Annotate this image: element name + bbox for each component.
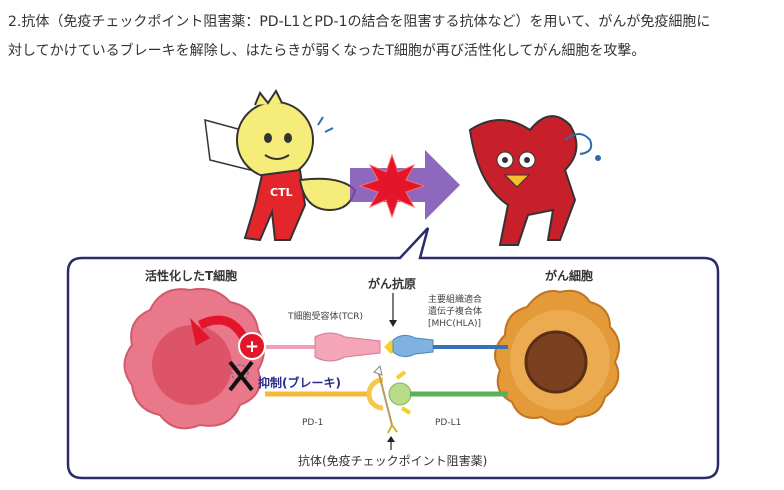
plus-icon [238, 332, 266, 360]
pd1-receptor [366, 377, 384, 411]
pd1-label: PD-1 [302, 418, 323, 428]
cancer-cell [494, 289, 620, 426]
antibody-arrow-icon [387, 436, 395, 442]
activation-arrow-icon [197, 315, 250, 343]
antigen-label: がん抗原 [368, 276, 416, 291]
mhc-label-line-3: [MHC(HLA)] [428, 319, 481, 329]
mhc-molecule [392, 334, 434, 358]
antibody-label: 抗体(免疫チェックポイント阻害薬) [298, 453, 487, 468]
blocked-x-icon [228, 360, 254, 392]
brake-label: 抑制(ブレーキ) [258, 375, 341, 390]
description-line-1: 2.抗体（免疫チェックポイント阻害薬：PD-L1とPD-1の結合を阻害する抗体な… [8, 14, 711, 30]
ctl-character: CTL [204, 89, 357, 242]
mhc-label-line-1: 主要組織適合 [428, 293, 482, 305]
tcr-label: T細胞受容体(TCR) [287, 310, 363, 322]
cancer-cell-label: がん細胞 [545, 268, 593, 283]
tcr-receptor [314, 332, 381, 362]
t-cell-label: 活性化したT細胞 [145, 268, 237, 283]
antibody-drug [377, 369, 393, 426]
plus-symbol: + [245, 337, 259, 357]
impact-burst-icon [358, 153, 426, 219]
mhc-label-line-2: 遺伝子複合体 [428, 305, 482, 317]
cancer-monster-character [468, 115, 601, 246]
antigen-arrow-icon [389, 320, 397, 327]
description-paragraph: 2.抗体（免疫チェックポイント阻害薬：PD-L1とPD-1の結合を阻害する抗体な… [8, 8, 784, 66]
pdl1-label: PD-L1 [435, 418, 461, 428]
description-line-2: 対してかけているブレーキを解除し、はたらきが弱くなったT細胞が再び活性化してがん… [8, 43, 646, 59]
pdl1-ligand [388, 382, 412, 406]
ctl-badge-text: CTL [270, 186, 293, 199]
